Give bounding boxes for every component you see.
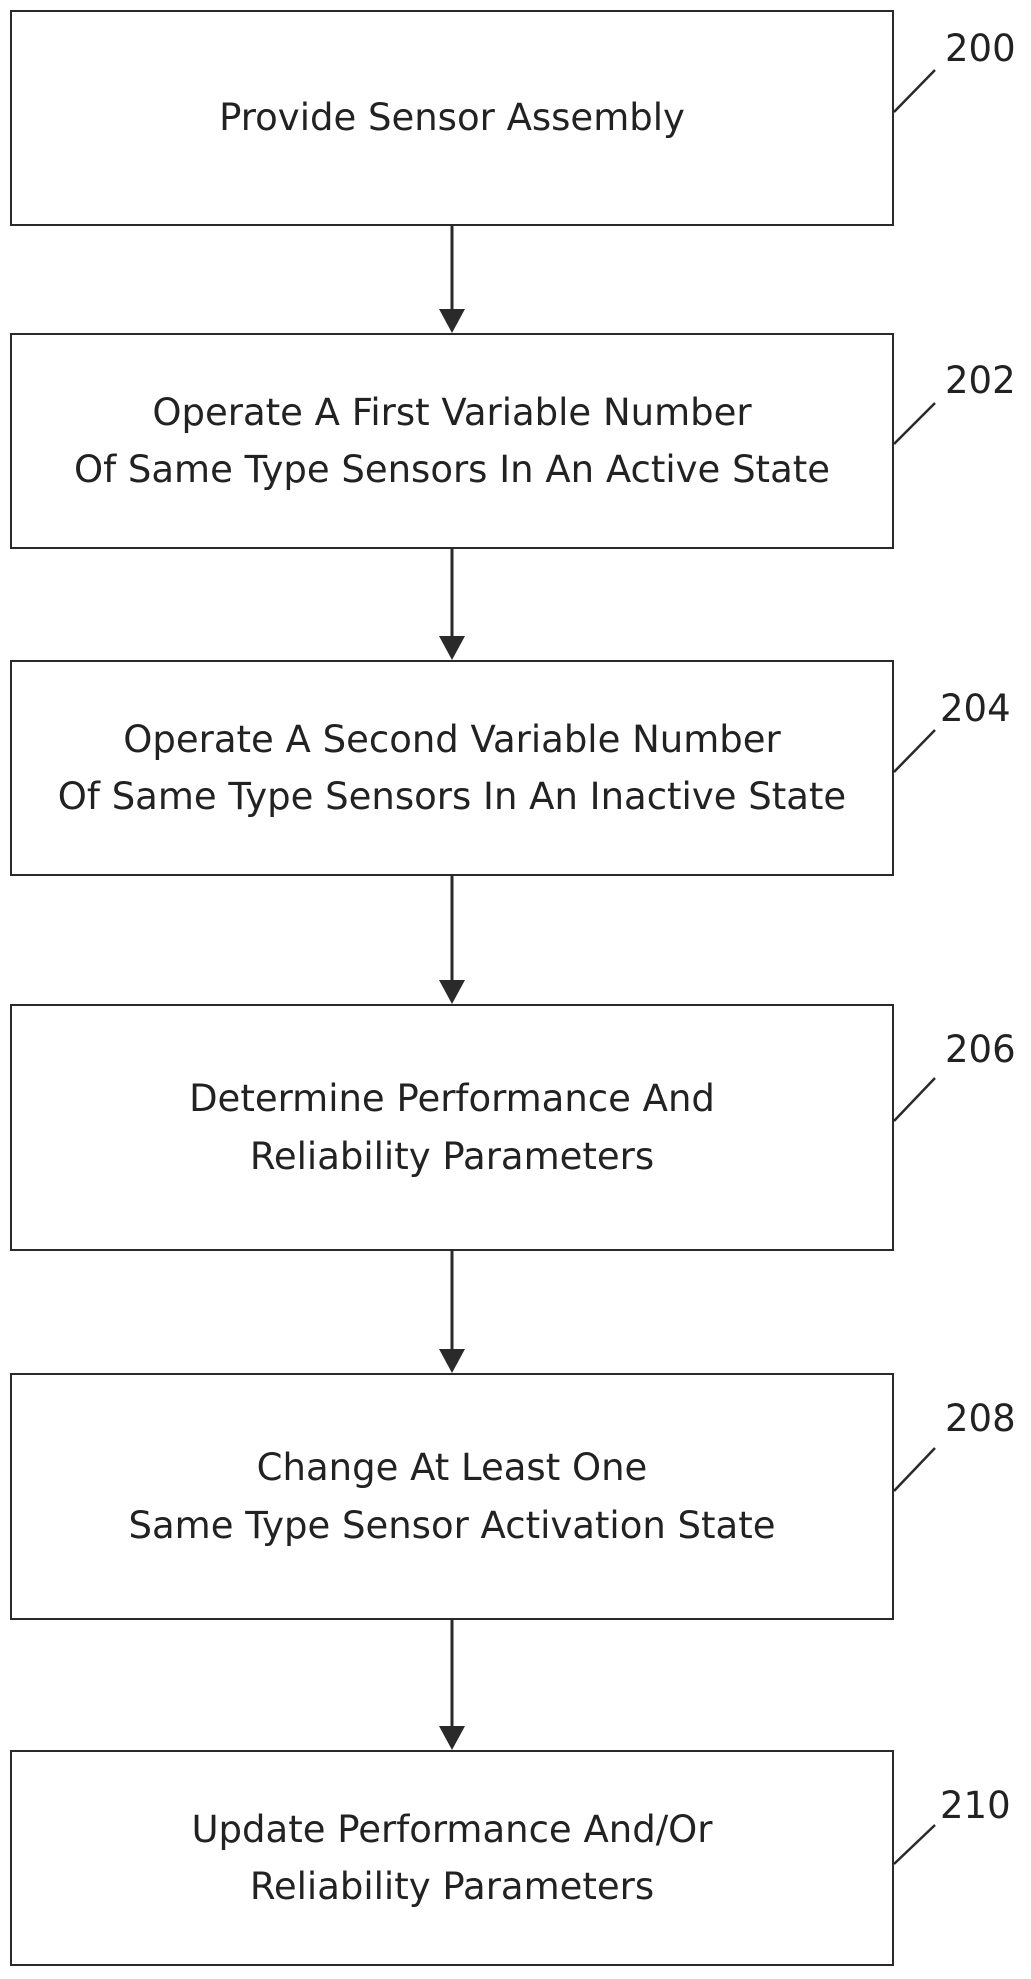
arrow-head-204-206	[439, 980, 465, 1004]
leader-line-200	[894, 70, 935, 112]
step-label-206: 206	[945, 1031, 1016, 1068]
arrow-head-202-204	[439, 636, 465, 660]
step-box-200: Provide Sensor Assembly	[10, 10, 894, 226]
step-210-line-2: Reliability Parameters	[250, 1858, 654, 1915]
step-200-line-1: Provide Sensor Assembly	[219, 89, 685, 146]
step-206-line-1: Determine Performance And	[189, 1070, 715, 1127]
step-label-208: 208	[945, 1400, 1016, 1437]
step-202-line-2: Of Same Type Sensors In An Active State	[74, 441, 830, 498]
step-label-210: 210	[940, 1787, 1011, 1824]
leader-line-210	[894, 1825, 935, 1864]
step-label-202: 202	[945, 362, 1016, 399]
step-204-line-1: Operate A Second Variable Number	[123, 711, 781, 768]
leader-line-204	[894, 730, 935, 772]
arrow-head-208-210	[439, 1726, 465, 1750]
step-label-200: 200	[945, 30, 1016, 67]
leader-line-208	[894, 1448, 935, 1491]
step-box-202: Operate A First Variable Number Of Same …	[10, 333, 894, 549]
arrow-head-206-208	[439, 1349, 465, 1373]
step-202-line-1: Operate A First Variable Number	[152, 384, 751, 441]
step-208-line-2: Same Type Sensor Activation State	[129, 1497, 776, 1554]
leader-line-202	[894, 403, 935, 444]
step-204-line-2: Of Same Type Sensors In An Inactive Stat…	[58, 768, 846, 825]
step-box-204: Operate A Second Variable Number Of Same…	[10, 660, 894, 876]
leader-line-206	[894, 1078, 935, 1121]
step-210-line-1: Update Performance And/Or	[191, 1801, 712, 1858]
step-box-208: Change At Least One Same Type Sensor Act…	[10, 1373, 894, 1620]
arrow-head-200-202	[439, 309, 465, 333]
step-box-206: Determine Performance And Reliability Pa…	[10, 1004, 894, 1251]
step-206-line-2: Reliability Parameters	[250, 1128, 654, 1185]
step-box-210: Update Performance And/Or Reliability Pa…	[10, 1750, 894, 1966]
step-208-line-1: Change At Least One	[257, 1439, 648, 1496]
step-label-204: 204	[940, 690, 1011, 727]
